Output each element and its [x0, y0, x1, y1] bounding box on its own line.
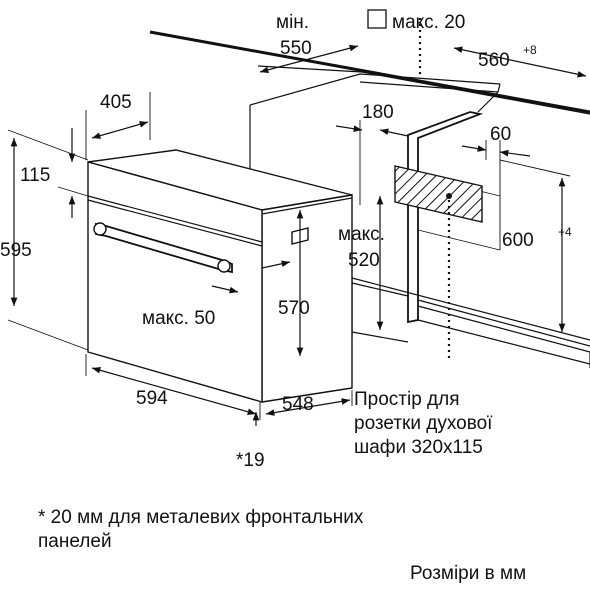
ext-115 — [57, 186, 89, 197]
dim-60-right — [499, 149, 531, 157]
label-548: 548 — [282, 394, 314, 415]
footnote: * 20 мм для металевих фронтальних панеле… — [38, 506, 363, 554]
handle-end-right — [217, 259, 231, 273]
footnote-line-1: * 20 мм для металевих фронтальних — [38, 507, 364, 528]
socket-note-line-3: шафи 320x115 — [354, 437, 483, 458]
square-symbol — [367, 9, 387, 29]
countertop-front-edge — [149, 30, 590, 114]
dim-60-left — [461, 145, 487, 152]
label-560: 560 — [478, 50, 510, 71]
dim-max50-top — [261, 260, 291, 269]
back-wall-line-2 — [417, 229, 501, 251]
dim-405 — [91, 121, 149, 139]
footnote-line-2: панелей — [38, 531, 112, 552]
ext-595-top — [7, 129, 89, 161]
oven-side-rail — [261, 197, 353, 215]
dimension-labels: мін. макс. 20 550 560 +8 405 180 60 115 … — [0, 12, 572, 471]
control-panel-line-2 — [87, 199, 263, 247]
niche-floor-front — [417, 299, 590, 347]
label-570: 570 — [278, 298, 310, 319]
socket-zone-hatch — [394, 165, 483, 223]
dim-180-left — [335, 125, 363, 133]
countertop-back — [257, 65, 590, 115]
socket-center-mark — [446, 193, 452, 199]
label-19: *19 — [236, 450, 265, 471]
label-560-tol: +8 — [523, 43, 537, 57]
label-max-50: макс. 50 — [142, 308, 215, 329]
dim-594 — [91, 367, 257, 415]
label-115: 115 — [20, 165, 50, 186]
ext-600-top — [499, 159, 571, 177]
plinth-line-2 — [417, 319, 590, 365]
label-520: 520 — [348, 250, 380, 271]
label-min: мін. — [276, 12, 309, 33]
units-label: Розміри в мм — [410, 563, 527, 584]
label-405: 405 — [100, 92, 132, 113]
control-panel-line — [87, 195, 263, 243]
label-max-upper: макс. — [338, 224, 385, 245]
label-600-tol: +4 — [558, 225, 572, 239]
label-550: 550 — [280, 38, 312, 59]
label-max-20: макс. 20 — [392, 12, 465, 33]
label-595: 595 — [0, 240, 32, 261]
right-side-panel — [407, 111, 484, 324]
dim-550 — [259, 44, 359, 74]
label-60: 60 — [490, 124, 511, 145]
plinth-line — [351, 331, 409, 343]
socket-note-line-1: Простір для — [354, 389, 460, 410]
label-594: 594 — [136, 388, 168, 409]
oven-body — [87, 149, 353, 403]
label-600: 600 — [502, 230, 534, 251]
socket-note: Простір для розетки духової шафи 320x115 — [354, 388, 492, 460]
niche-top-back — [249, 73, 501, 106]
ext-595-bottom — [7, 319, 89, 351]
socket-note-line-2: розетки духової — [354, 413, 493, 434]
dim-548 — [265, 398, 351, 416]
niche-floor — [351, 277, 590, 341]
niche-floor-edge — [417, 305, 590, 368]
oven-front-face — [87, 161, 263, 403]
right-panel-top — [477, 91, 499, 113]
dim-560-line — [453, 46, 587, 78]
handle-end-left — [93, 222, 107, 236]
dim-180-right — [379, 128, 409, 137]
dim-max50-bottom — [211, 285, 239, 294]
dimension-lines — [7, 9, 587, 426]
label-180: 180 — [362, 102, 394, 123]
